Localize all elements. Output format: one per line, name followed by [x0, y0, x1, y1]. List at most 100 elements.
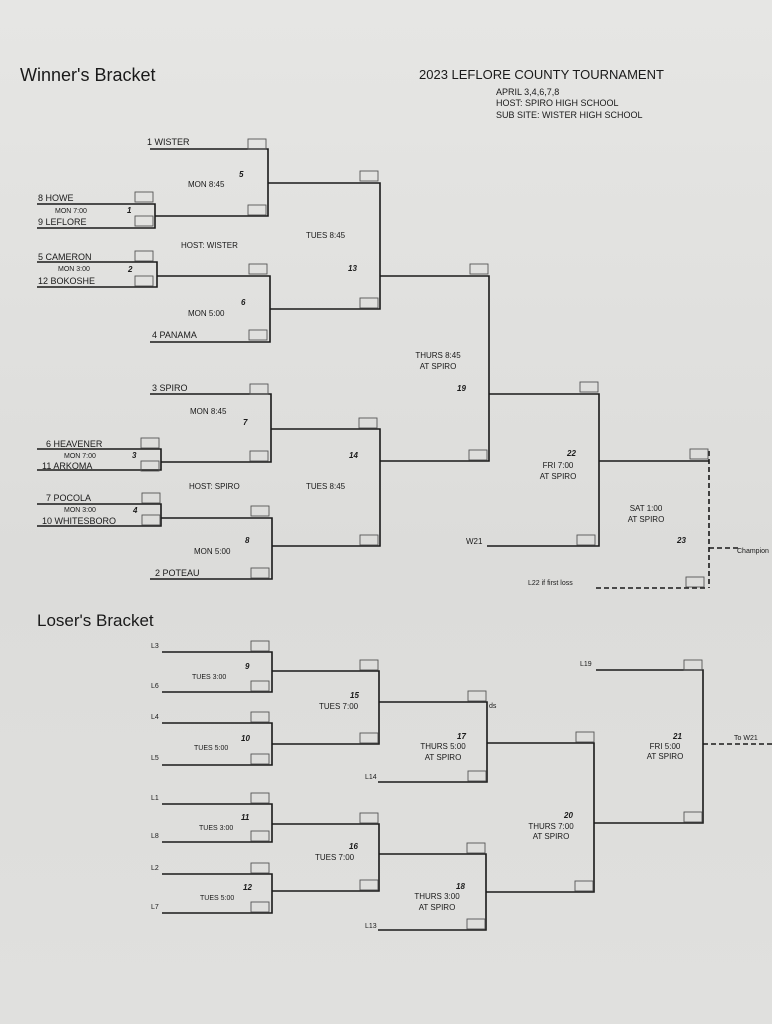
- game-18-number: 18: [456, 882, 465, 891]
- loser-l14: L14: [365, 774, 377, 781]
- line-g21: [594, 669, 704, 824]
- loser-l6: L6: [151, 683, 159, 690]
- score-box: [683, 811, 703, 823]
- game-12-number: 12: [243, 883, 252, 892]
- game-14-time: TUES 8:45: [306, 482, 346, 491]
- game-15-time: TUES 7:00: [319, 702, 359, 711]
- tournament-subsite: SUB SITE: WISTER HIGH SCHOOL: [496, 110, 643, 120]
- game-6-number: 6: [241, 298, 246, 307]
- line-g17: [378, 701, 488, 783]
- score-box: [359, 297, 379, 309]
- score-box: [141, 514, 161, 526]
- line-g9: [162, 651, 273, 693]
- losers-bracket-title: Loser's Bracket: [37, 611, 154, 630]
- score-box: [468, 449, 488, 461]
- game-21-time: FRI 5:00: [649, 742, 681, 751]
- game-13-time: TUES 8:45: [306, 231, 346, 240]
- game-22-site: AT SPIRO: [539, 472, 577, 481]
- score-box: [467, 690, 487, 702]
- score-box: [359, 170, 379, 182]
- score-box: [250, 830, 270, 842]
- score-box: [247, 204, 267, 216]
- score-box: [250, 862, 270, 874]
- game-8-number: 8: [245, 536, 250, 545]
- game-20-time: THURS 7:00: [528, 822, 574, 831]
- line-g15: [272, 670, 380, 745]
- score-box: [574, 880, 594, 892]
- line-g2: [37, 261, 158, 288]
- game-16-time: TUES 7:00: [315, 853, 355, 862]
- loser-l5: L5: [151, 755, 159, 762]
- game-8-time: MON 5:00: [194, 547, 231, 556]
- game-21-number: 21: [673, 732, 682, 741]
- score-box: [250, 680, 270, 692]
- game-10-number: 10: [241, 734, 250, 743]
- game-15-number: 15: [350, 691, 359, 700]
- game-19-site: AT SPIRO: [419, 362, 457, 371]
- game-13-number: 13: [348, 264, 357, 273]
- score-box: [689, 448, 709, 460]
- game-7-number: 7: [243, 418, 248, 427]
- team-arkoma: 11 ARKOMA: [42, 461, 93, 471]
- loser-l7: L7: [151, 904, 159, 911]
- line-g4: [37, 503, 162, 527]
- line-g10: [162, 722, 273, 766]
- game-17-number: 17: [457, 732, 466, 741]
- score-box: [134, 191, 154, 203]
- line-g19: [380, 275, 490, 462]
- game-1-time: MON 7:00: [55, 208, 87, 215]
- line-g20: [486, 742, 595, 893]
- score-box: [250, 753, 270, 765]
- game-11-time: TUES 3:00: [199, 825, 234, 832]
- score-box: [359, 879, 379, 891]
- game-4-time: MON 3:00: [64, 507, 96, 514]
- loser-l1: L1: [151, 795, 159, 802]
- score-box: [248, 263, 268, 275]
- team-cameron: 5 CAMERON: [38, 252, 92, 262]
- game-12-time: TUES 5:00: [200, 895, 235, 902]
- team-wister: 1 WISTER: [147, 137, 190, 147]
- score-box: [575, 731, 595, 743]
- score-box: [140, 460, 160, 472]
- line-champion: [708, 451, 740, 588]
- line-g11: [162, 803, 273, 843]
- team-poteau: 2 POTEAU: [155, 568, 200, 578]
- team-heavener: 6 HEAVENER: [46, 439, 103, 449]
- score-box: [576, 534, 596, 546]
- line-g7: [150, 393, 272, 463]
- l22-label: L22 if first loss: [528, 580, 573, 587]
- score-box: [359, 812, 379, 824]
- line-g14: [271, 428, 381, 547]
- score-box: [466, 842, 486, 854]
- game-9-time: TUES 3:00: [192, 674, 227, 681]
- host-wister: HOST: WISTER: [181, 241, 238, 250]
- score-box: [248, 329, 268, 341]
- loser-l3: L3: [151, 643, 159, 650]
- score-box: [140, 437, 160, 449]
- tournament-title: 2023 LEFLORE COUNTY TOURNAMENT: [419, 67, 664, 82]
- game-19-time: THURS 8:45: [415, 351, 461, 360]
- score-box: [683, 659, 703, 671]
- loser-l4: L4: [151, 714, 159, 721]
- w21-label: W21: [466, 537, 483, 546]
- score-box: [250, 901, 270, 913]
- game-3-number: 3: [132, 451, 137, 460]
- tournament-host: HOST: SPIRO HIGH SCHOOL: [496, 98, 619, 108]
- score-box: [250, 505, 270, 517]
- game-5-time: MON 8:45: [188, 180, 225, 189]
- loser-l13: L13: [365, 923, 377, 930]
- game-1-number: 1: [127, 206, 132, 215]
- line-g16: [272, 823, 380, 892]
- score-box: [247, 138, 267, 150]
- game-17-time: THURS 5:00: [420, 742, 466, 751]
- game-20-site: AT SPIRO: [532, 832, 570, 841]
- line-g22: [487, 393, 600, 547]
- game-5-number: 5: [239, 170, 244, 179]
- game-18-site: AT SPIRO: [418, 903, 456, 912]
- score-box: [250, 711, 270, 723]
- score-box: [466, 918, 486, 930]
- loser-l8: L8: [151, 833, 159, 840]
- game-2-number: 2: [128, 265, 133, 274]
- game-3-time: MON 7:00: [64, 453, 96, 460]
